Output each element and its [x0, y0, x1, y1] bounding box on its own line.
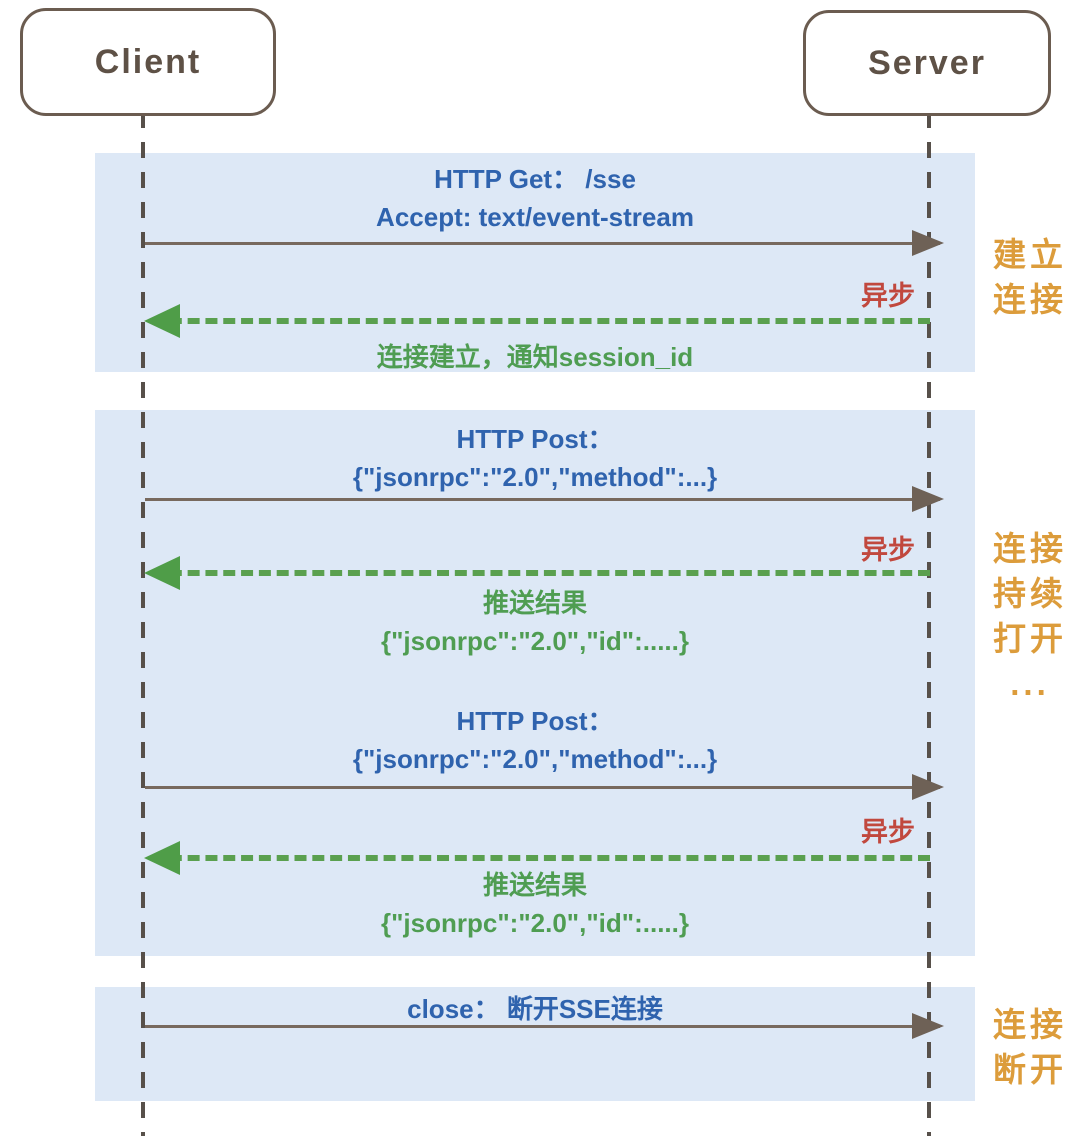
- phase2-exchange2-request-arrow: [145, 774, 944, 800]
- phase2-exchange1-response-text: 推送结果 {"jsonrpc":"2.0","id":.....}: [95, 584, 975, 660]
- actor-client-label: Client: [94, 42, 202, 81]
- phase3-background: [95, 987, 975, 1101]
- phase1-response-caption: 连接建立，通知session_id: [376, 342, 694, 372]
- phase2-exchange1-response-line2: {"jsonrpc":"2.0","id":.....}: [380, 626, 689, 656]
- phase3-label-line1: 连接: [993, 1006, 1067, 1043]
- phase2-label-line3: 打开: [993, 620, 1067, 657]
- phase1-request-text: HTTP Get： /sse Accept: text/event-stream: [95, 160, 975, 236]
- phase2-label: 连接 持续 打开 ...: [984, 526, 1076, 706]
- phase2-exchange1-response-arrow: [144, 556, 930, 590]
- server-lifeline: [927, 112, 931, 1136]
- phase1-response-arrow: [144, 304, 930, 338]
- phase2-exchange2-request-line1: HTTP Post：: [456, 706, 614, 736]
- phase3-request-text: close： 断开SSE连接: [407, 994, 663, 1024]
- phase2-exchange1-async-label: 异步: [861, 535, 915, 565]
- phase2-label-ellipsis: ...: [1010, 665, 1050, 702]
- actor-server-box: Server: [803, 10, 1051, 116]
- actor-server-label: Server: [868, 43, 986, 82]
- client-lifeline: [141, 112, 145, 1136]
- phase2-exchange2-request-line2: {"jsonrpc":"2.0","method":...}: [352, 744, 718, 774]
- phase1-background: [95, 153, 975, 372]
- phase2-label-line1: 连接: [993, 530, 1067, 567]
- phase1-request-line1: HTTP Get： /sse: [434, 164, 636, 194]
- actor-client-box: Client: [20, 8, 276, 116]
- phase1-request-line2: Accept: text/event-stream: [376, 202, 694, 232]
- phase3-label: 连接 断开: [984, 1002, 1076, 1092]
- phase3-label-line2: 断开: [993, 1051, 1067, 1088]
- phase1-request-arrow: [145, 230, 944, 256]
- phase2-exchange2-request-text: HTTP Post： {"jsonrpc":"2.0","method":...…: [95, 702, 975, 778]
- phase1-label-line1: 建立: [993, 236, 1067, 273]
- phase2-exchange1-request-line2: {"jsonrpc":"2.0","method":...}: [352, 462, 718, 492]
- phase3-request-arrow: [145, 1013, 944, 1039]
- phase2-exchange2-response-arrow: [144, 841, 930, 875]
- phase2-exchange2-response-line2: {"jsonrpc":"2.0","id":.....}: [380, 908, 689, 938]
- phase2-exchange1-request-text: HTTP Post： {"jsonrpc":"2.0","method":...…: [95, 420, 975, 496]
- phase2-background: [95, 410, 975, 956]
- phase2-exchange1-request-line1: HTTP Post：: [456, 424, 614, 454]
- phase2-exchange2-response-line1: 推送结果: [482, 870, 587, 900]
- phase1-label: 建立 连接: [984, 232, 1076, 322]
- phase2-exchange2-response-text: 推送结果 {"jsonrpc":"2.0","id":.....}: [95, 866, 975, 942]
- phase1-async-label: 异步: [861, 281, 915, 311]
- phase2-label-line2: 持续: [993, 575, 1067, 612]
- phase2-exchange2-async-label: 异步: [861, 817, 915, 847]
- phase2-exchange1-response-line1: 推送结果: [482, 588, 587, 618]
- phase1-label-line2: 连接: [993, 281, 1067, 318]
- phase2-exchange1-request-arrow: [145, 486, 944, 512]
